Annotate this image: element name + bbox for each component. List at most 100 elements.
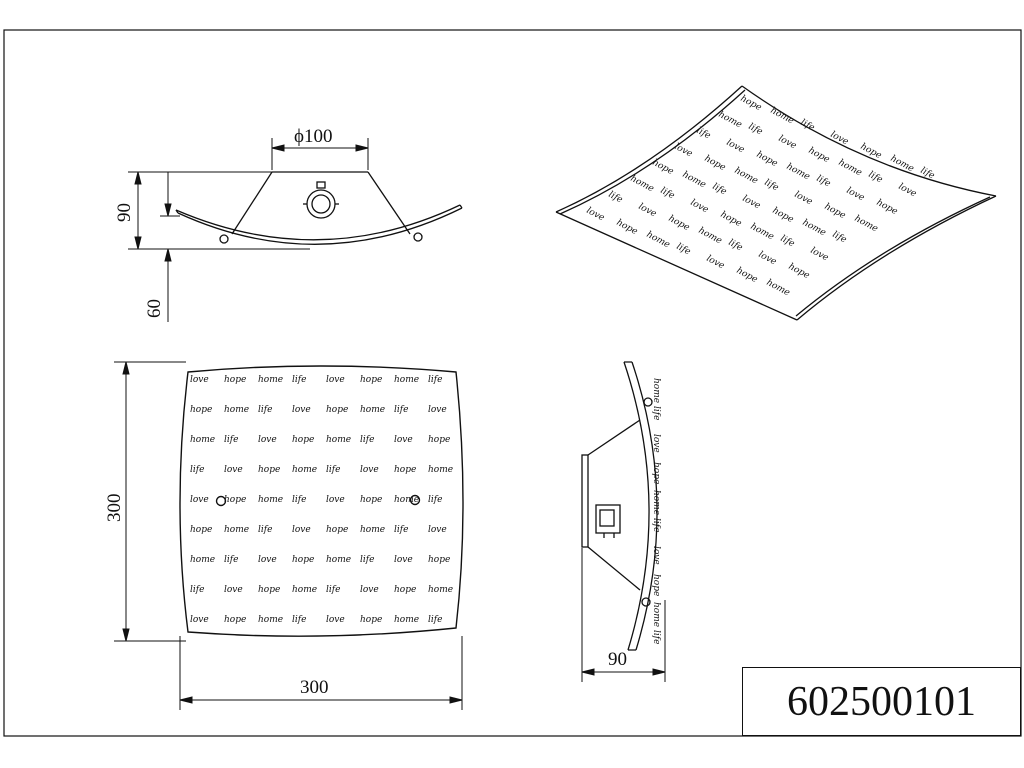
pattern-word: hope	[224, 615, 246, 625]
pattern-word: hope	[258, 465, 280, 475]
pattern-word: life	[292, 375, 306, 385]
pattern-word: love	[829, 130, 850, 148]
pattern-word: home	[769, 106, 796, 127]
pattern-word: hope	[224, 495, 246, 505]
pattern-word: life	[815, 174, 832, 190]
pattern-word: hope	[771, 206, 795, 225]
pattern-word: home	[697, 226, 724, 247]
article-number: 602500101	[787, 678, 976, 725]
pattern-word: hope	[190, 405, 212, 415]
pattern-word: life	[651, 630, 661, 644]
pattern-word: home	[326, 435, 351, 445]
pattern-word: life	[360, 435, 374, 445]
pattern-word: life	[607, 190, 624, 206]
front-bracket-label: 60	[144, 299, 165, 318]
pattern-word: home	[428, 465, 453, 475]
pattern-word: life	[428, 495, 442, 505]
pattern-word: love	[428, 405, 447, 415]
side-view-dimensions	[581, 548, 666, 682]
pattern-word: home	[224, 525, 249, 535]
pattern-word: hope	[292, 435, 314, 445]
pattern-word: life	[224, 555, 238, 565]
front-height-label: 90	[114, 203, 135, 222]
pattern-word: love	[190, 375, 209, 385]
pattern-word: hope	[326, 405, 348, 415]
pattern-word: home	[733, 166, 760, 187]
pattern-word: home	[651, 490, 661, 515]
pattern-word: life	[747, 122, 764, 138]
pattern-word: home	[190, 435, 215, 445]
pattern-word: life	[190, 585, 204, 595]
pattern-word: love	[793, 190, 814, 208]
plan-width-label: 300	[300, 677, 329, 698]
pattern-word: home	[224, 405, 249, 415]
pattern-word: love	[292, 525, 311, 535]
pattern-word: love	[224, 465, 243, 475]
pattern-word: love	[326, 375, 345, 385]
pattern-word: life	[258, 405, 272, 415]
pattern-word: love	[585, 206, 606, 224]
pattern-word: love	[258, 435, 277, 445]
pattern-word: hope	[875, 198, 899, 217]
pattern-word: love	[897, 182, 918, 200]
pattern-word: hope	[615, 218, 639, 237]
pattern-word: home	[749, 222, 776, 243]
pattern-word: home	[765, 278, 792, 299]
pattern-word: home	[651, 378, 661, 403]
pattern-word: home	[258, 615, 283, 625]
pattern-word: hope	[651, 158, 675, 177]
pattern-word: hope	[735, 266, 759, 285]
pattern-word: hope	[823, 202, 847, 221]
pattern-word: love	[190, 615, 209, 625]
pattern-word: love	[757, 250, 778, 268]
pattern-word: love	[845, 186, 866, 204]
pattern-word: hope	[394, 585, 416, 595]
pattern-word: love	[258, 555, 277, 565]
pattern-word: hope	[326, 525, 348, 535]
side-depth-label: 90	[608, 649, 627, 670]
plan-height-label: 300	[104, 494, 125, 523]
pattern-word: life	[292, 495, 306, 505]
drawing-frame	[3, 29, 1022, 737]
pattern-word: life	[695, 126, 712, 142]
pattern-word: home	[681, 170, 708, 191]
pattern-word: home	[629, 174, 656, 195]
pattern-word: home	[645, 230, 672, 251]
pattern-word: home	[717, 110, 744, 131]
pattern-word: life	[258, 525, 272, 535]
pattern-word: home	[258, 375, 283, 385]
pattern-word: love	[777, 134, 798, 152]
pattern-word: hope	[719, 210, 743, 229]
pattern-word: hope	[703, 154, 727, 173]
pattern-word: home	[853, 214, 880, 235]
plan-view	[179, 365, 464, 637]
pattern-word: love	[190, 495, 209, 505]
pattern-word: home	[394, 495, 419, 505]
pattern-word: love	[637, 202, 658, 220]
pattern-word: life	[919, 166, 936, 182]
pattern-word: home	[801, 218, 828, 239]
pattern-word: life	[727, 238, 744, 254]
front-diameter-label: ϕ100	[294, 126, 333, 147]
pattern-word: home	[292, 465, 317, 475]
pattern-word: love	[673, 142, 694, 160]
pattern-word: love	[741, 194, 762, 212]
front-view-dimensions	[134, 144, 369, 322]
pattern-word: hope	[190, 525, 212, 535]
perspective-view	[555, 85, 997, 321]
pattern-word: love	[394, 435, 413, 445]
pattern-word: love	[705, 254, 726, 272]
front-view	[128, 138, 463, 250]
pattern-word: life	[360, 555, 374, 565]
pattern-word: hope	[292, 555, 314, 565]
pattern-word: hope	[360, 615, 382, 625]
pattern-word: life	[224, 435, 238, 445]
pattern-word: love	[326, 495, 345, 505]
pattern-word: life	[867, 170, 884, 186]
pattern-word: hope	[787, 262, 811, 281]
pattern-word: home	[292, 585, 317, 595]
pattern-word: home	[428, 585, 453, 595]
pattern-word: love	[809, 246, 830, 264]
